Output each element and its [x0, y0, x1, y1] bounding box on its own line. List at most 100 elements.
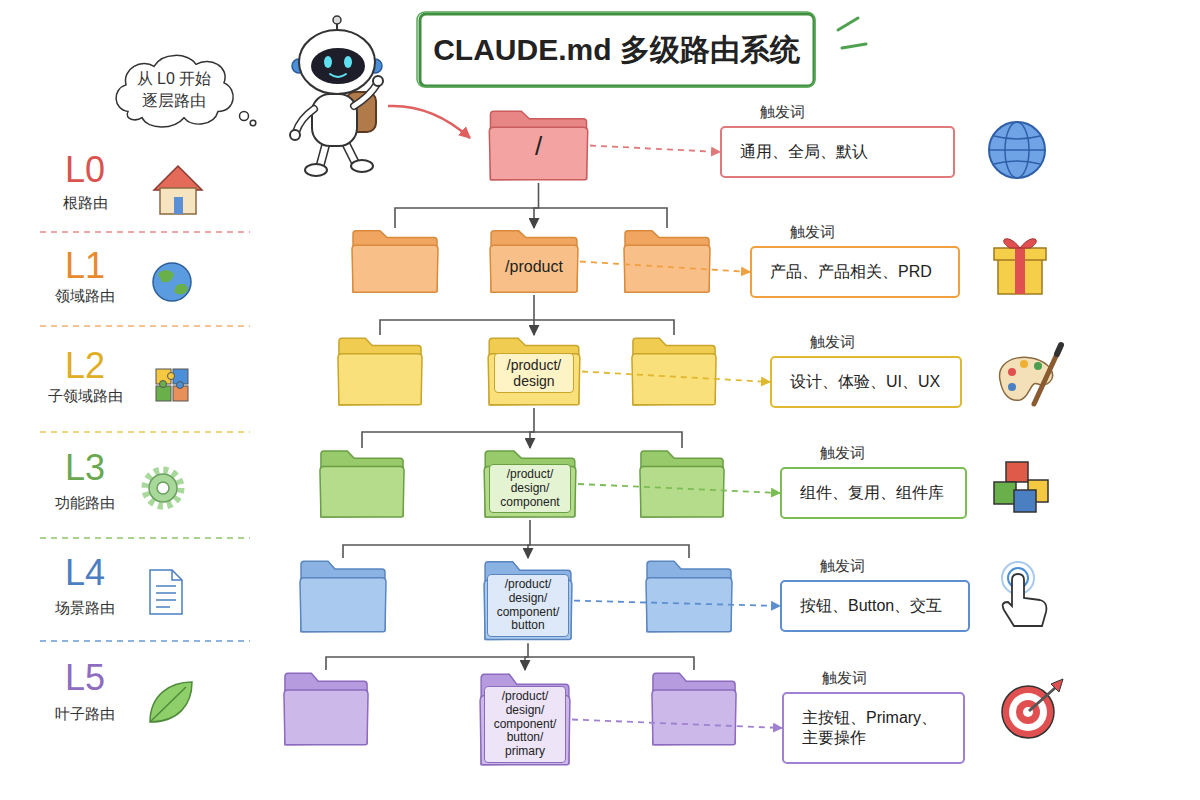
- palette-icon: [1000, 345, 1061, 404]
- blocks-icon: [994, 462, 1048, 512]
- title-frame: [842, 44, 866, 48]
- folder-shape: [480, 674, 570, 765]
- tree-lines: [326, 657, 694, 670]
- globe-icon: [994, 161, 1040, 164]
- level-separators: [40, 325, 250, 327]
- tree-lines: [395, 208, 667, 228]
- pointer-hand-icon: [1002, 562, 1046, 626]
- trigger-node: 触发词产品、产品相关、PRD: [750, 222, 960, 298]
- level-separators: [40, 537, 250, 539]
- bubble-text: 从 L0 开始 逐层路由: [131, 68, 217, 111]
- trigger-box: 组件、复用、组件库: [780, 467, 967, 519]
- gear-icon: [149, 474, 177, 502]
- trigger-heading: 触发词: [760, 102, 955, 122]
- trigger-connector: [574, 601, 780, 606]
- robot-illustration: [311, 48, 365, 84]
- robot-illustration: [296, 109, 314, 132]
- trigger-heading: 触发词: [790, 222, 960, 242]
- side-folders: [338, 338, 422, 405]
- palette-icon: [1008, 383, 1016, 391]
- route-path: /product: [505, 258, 563, 276]
- diagram-title: CLAUDE.md 多级路由系统: [418, 12, 815, 88]
- folder-node: /product/ design/ component: [482, 448, 578, 520]
- tree-connector: [530, 408, 534, 448]
- cloud-outline: [108, 50, 240, 130]
- robot-illustration: [333, 16, 341, 24]
- route-path: /product/ design/ component: [489, 464, 571, 513]
- level-code: L1: [25, 246, 145, 286]
- trigger-node: 触发词设计、体验、UI、UX: [770, 332, 962, 408]
- globe-icon: [989, 122, 1045, 178]
- gear-icon: [145, 470, 181, 506]
- trigger-connector: [578, 484, 780, 493]
- robot-illustration: [290, 16, 383, 176]
- document-icon: [172, 570, 182, 580]
- house-icon: [154, 166, 202, 214]
- target-icon: [1002, 679, 1063, 738]
- level-code: L5: [25, 658, 145, 698]
- tree-connector: [528, 520, 530, 558]
- leaf-icon: [150, 682, 192, 722]
- globe-icon: [174, 284, 188, 295]
- trigger-box: 按钮、Button、交互: [780, 580, 970, 632]
- trigger-node: 触发词按钮、Button、交互: [780, 556, 970, 632]
- gift-icon: [1004, 239, 1020, 248]
- gift-icon: [1020, 239, 1036, 248]
- globe-icon: [989, 149, 1045, 151]
- trigger-heading: 触发词: [820, 443, 967, 463]
- folder-shape: [488, 338, 580, 405]
- trigger-box: 产品、产品相关、PRD: [750, 246, 960, 298]
- tree-connector: [533, 295, 535, 335]
- level-name: 领域路由: [25, 288, 145, 305]
- trigger-words: 设计、体验、UI、UX: [790, 372, 942, 392]
- puzzle-icon: [156, 369, 188, 401]
- globe-icon: [153, 263, 191, 301]
- target-icon: [1002, 686, 1054, 738]
- palette-icon: [1020, 360, 1028, 368]
- trigger-connector: [580, 262, 750, 273]
- side-folders: [284, 673, 368, 744]
- globe-icon: [153, 263, 191, 301]
- trigger-connector: [582, 372, 770, 383]
- puzzle-icon: [156, 386, 171, 401]
- puzzle-icon: [168, 373, 175, 380]
- robot-illustration: [344, 56, 352, 68]
- trigger-connector: [590, 146, 720, 153]
- gift-icon: [1015, 248, 1025, 294]
- trigger-words: 主按钮、Primary、主要操作: [802, 708, 942, 748]
- side-folders: [632, 338, 716, 405]
- document-icon: [156, 599, 176, 601]
- cloud-outline: [116, 55, 233, 127]
- house-icon: [160, 188, 196, 214]
- title-frame: [838, 18, 858, 30]
- trigger-box: 通用、全局、默认: [720, 126, 955, 178]
- side-folders: [352, 231, 438, 292]
- leaf-icon: [150, 687, 186, 722]
- side-folders: [300, 561, 386, 631]
- trigger-heading: 触发词: [820, 556, 970, 576]
- blocks-icon: [1014, 490, 1036, 512]
- target-icon: [1051, 679, 1063, 692]
- level-code: L2: [25, 346, 145, 386]
- house-icon: [154, 166, 202, 190]
- bubble-tail: [240, 112, 249, 121]
- tree-connector: [534, 183, 539, 228]
- folder-node: /product: [488, 228, 580, 295]
- side-folders: [646, 561, 732, 631]
- folder-shape: [490, 231, 578, 292]
- side-folders: [284, 231, 736, 745]
- level-name: 根路由: [25, 195, 145, 212]
- robot-illustration: [330, 74, 346, 77]
- robot-illustration: [324, 56, 332, 68]
- globe-icon: [989, 122, 1045, 178]
- level-separators: [40, 431, 250, 433]
- trigger-box: 设计、体验、UI、UX: [770, 356, 962, 408]
- target-icon: [1029, 688, 1055, 711]
- folder-node: /: [487, 108, 590, 183]
- side-folders: [640, 451, 724, 517]
- palette-icon: [1034, 362, 1042, 370]
- trigger-words: 组件、复用、组件库: [800, 483, 947, 503]
- robot-illustration: [373, 76, 383, 86]
